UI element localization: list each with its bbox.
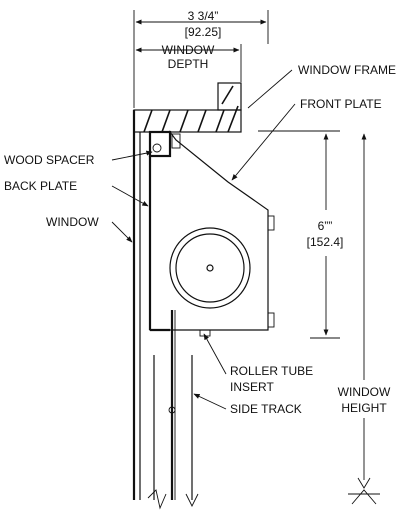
window-frame-hatching — [143, 85, 239, 133]
window-frame-leader — [247, 69, 293, 109]
roller-tube-label-line2: INSERT — [230, 380, 274, 394]
height-mm-label: [152.4] — [307, 235, 344, 249]
wood-spacer — [148, 130, 172, 158]
window-depth-label-line2: DEPTH — [168, 57, 209, 71]
window-leader — [111, 221, 133, 243]
wood-spacer-leader — [111, 150, 153, 161]
roller-tube — [169, 227, 251, 309]
window-height-label: WINDOW — [338, 385, 391, 399]
window-wall — [132, 110, 141, 500]
back-plate-leader — [111, 185, 149, 207]
window-frame-label: WINDOW FRAME — [298, 63, 396, 77]
wood-spacer-label: WOOD SPACER — [4, 153, 95, 167]
height-inches-label: 6”” — [318, 219, 333, 233]
front-plate-leader — [231, 103, 296, 181]
window-height-label-line2: HEIGHT — [341, 401, 387, 415]
depth-dimension — [133, 10, 269, 108]
side-track-leader — [193, 393, 227, 410]
depth-mm-label: [92.25] — [185, 25, 222, 39]
roller-tube-label: ROLLER TUBE — [230, 364, 313, 378]
window-height-dimension — [348, 133, 380, 505]
height-dimension — [258, 130, 340, 339]
window-depth-label: WINDOW — [162, 43, 215, 57]
window-label: WINDOW — [46, 215, 99, 229]
back-plate-label: BACK PLATE — [4, 179, 77, 193]
depth-inches-label: 3 3/4” — [188, 9, 219, 23]
roller-tube-leader — [203, 333, 227, 375]
back-plate — [148, 156, 170, 332]
side-track — [147, 310, 199, 510]
front-plate-label: FRONT PLATE — [300, 97, 382, 111]
side-track-label: SIDE TRACK — [230, 402, 302, 416]
window-frame — [133, 82, 242, 133]
